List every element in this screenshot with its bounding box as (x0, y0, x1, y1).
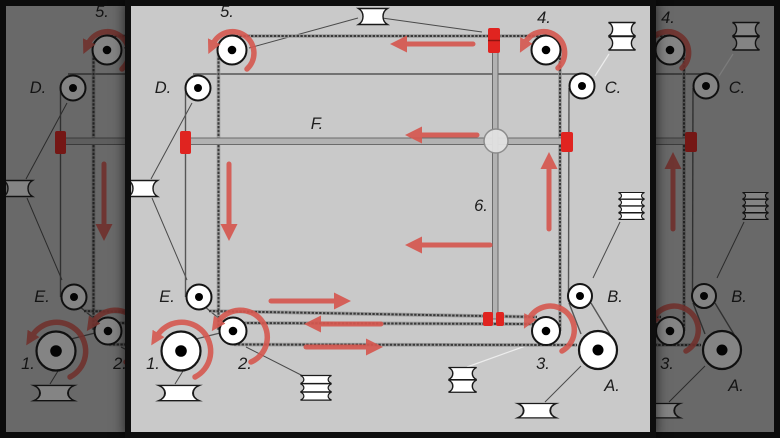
pulley-2 (93, 316, 123, 346)
pulley-E (185, 283, 213, 311)
idler-spool-icon (516, 402, 558, 419)
double-idler-icon (731, 21, 761, 51)
label-3: 3. (660, 355, 674, 373)
label-2: 2. (237, 355, 252, 373)
pulley-2 (218, 316, 248, 346)
label-A: A. (603, 377, 620, 395)
belt-clamp-left (180, 131, 191, 154)
label-4: 4. (537, 9, 551, 27)
tool-carriage (483, 128, 509, 154)
belt-clamp-bottom (483, 312, 493, 326)
belt-clamps (180, 28, 573, 326)
rotation-arrow-pulley-4 (519, 28, 568, 71)
image-border (125, 0, 656, 438)
toothed-idler-stack-icon (617, 191, 646, 220)
label-F: F. (311, 115, 324, 133)
belt-runs-thin (184, 73, 615, 342)
belt-runs-toothed (208, 34, 578, 347)
idler-spool-icon (32, 384, 76, 402)
label-A: A. (727, 377, 744, 395)
label-B: B. (607, 288, 623, 306)
belt-clamp-left (55, 131, 66, 154)
y-gantry-bar (492, 30, 499, 320)
x-gantry-bar (184, 137, 568, 145)
pulley-1-motor (160, 330, 202, 372)
pulley-5 (91, 34, 123, 66)
label-1: 1. (146, 355, 160, 373)
toothed-idler-stack-icon (299, 374, 333, 401)
label-D: D. (155, 79, 172, 97)
idler-spool-icon (357, 7, 389, 26)
callout-lines (150, 17, 621, 403)
double-idler-icon (447, 366, 478, 393)
label-C: C. (605, 79, 622, 97)
label-E: E. (159, 288, 175, 306)
rotation-arrow-pulley-5 (207, 28, 257, 72)
pulley-C (692, 72, 720, 100)
label-3: 3. (536, 355, 550, 373)
belt-clamp-right (561, 132, 573, 152)
pulley-A-motor (577, 329, 619, 371)
pulley-3 (655, 316, 685, 346)
pulley-1-motor (35, 330, 77, 372)
idler-spool-icon (127, 179, 159, 198)
pulley-4 (530, 34, 562, 66)
pulleys (160, 34, 619, 372)
pulley-5 (216, 34, 248, 66)
belt-direction-arrows (220, 35, 558, 356)
pulley-3 (531, 316, 561, 346)
corexy-belt-diagram: 5. 4. D. C. F. 6. E. B. 1. 2. 3. A. (125, 0, 656, 438)
rotation-arrow-pulley-3 (647, 303, 702, 354)
diagram-canvas (125, 0, 656, 438)
rotation-arrow-pulley-1 (26, 319, 89, 380)
label-5: 5. (95, 3, 109, 21)
diagram-frame: 5. 4. D. C. F. 6. E. B. 1. 2. 3. A. (125, 0, 656, 438)
label-E: E. (34, 288, 50, 306)
label-B: B. (731, 288, 747, 306)
label-C: C. (729, 79, 746, 97)
labels: 5. 4. D. C. F. 6. E. B. 1. 2. 3. A. (146, 3, 623, 395)
pulley-B (567, 283, 593, 309)
label-5: 5. (220, 3, 234, 21)
pulley-D (184, 74, 212, 102)
pulley-D (59, 74, 87, 102)
belt-clamp-bottom (496, 312, 504, 326)
rotation-arrows (151, 28, 578, 380)
label-1: 1. (21, 355, 35, 373)
rotation-arrow-pulley-2 (211, 307, 270, 365)
rotation-arrow-pulley-1 (151, 319, 214, 380)
toothed-idler-stack-icon (741, 191, 770, 220)
pulley-A-motor (701, 329, 743, 371)
label-6: 6. (474, 197, 488, 215)
idler-spool-icon (2, 179, 34, 198)
pulley-E (60, 283, 88, 311)
pulley-C (568, 72, 596, 100)
idler-spool-icon (157, 384, 201, 402)
label-D: D. (30, 79, 47, 97)
label-4: 4. (661, 9, 675, 27)
pulley-4 (654, 34, 686, 66)
pulley-B (691, 283, 717, 309)
callout-lines-light (466, 53, 610, 368)
double-idler-icon (607, 21, 637, 51)
rotation-arrow-pulley-3 (523, 303, 578, 354)
label-2: 2. (112, 355, 127, 373)
belt-clamp-right (685, 132, 697, 152)
